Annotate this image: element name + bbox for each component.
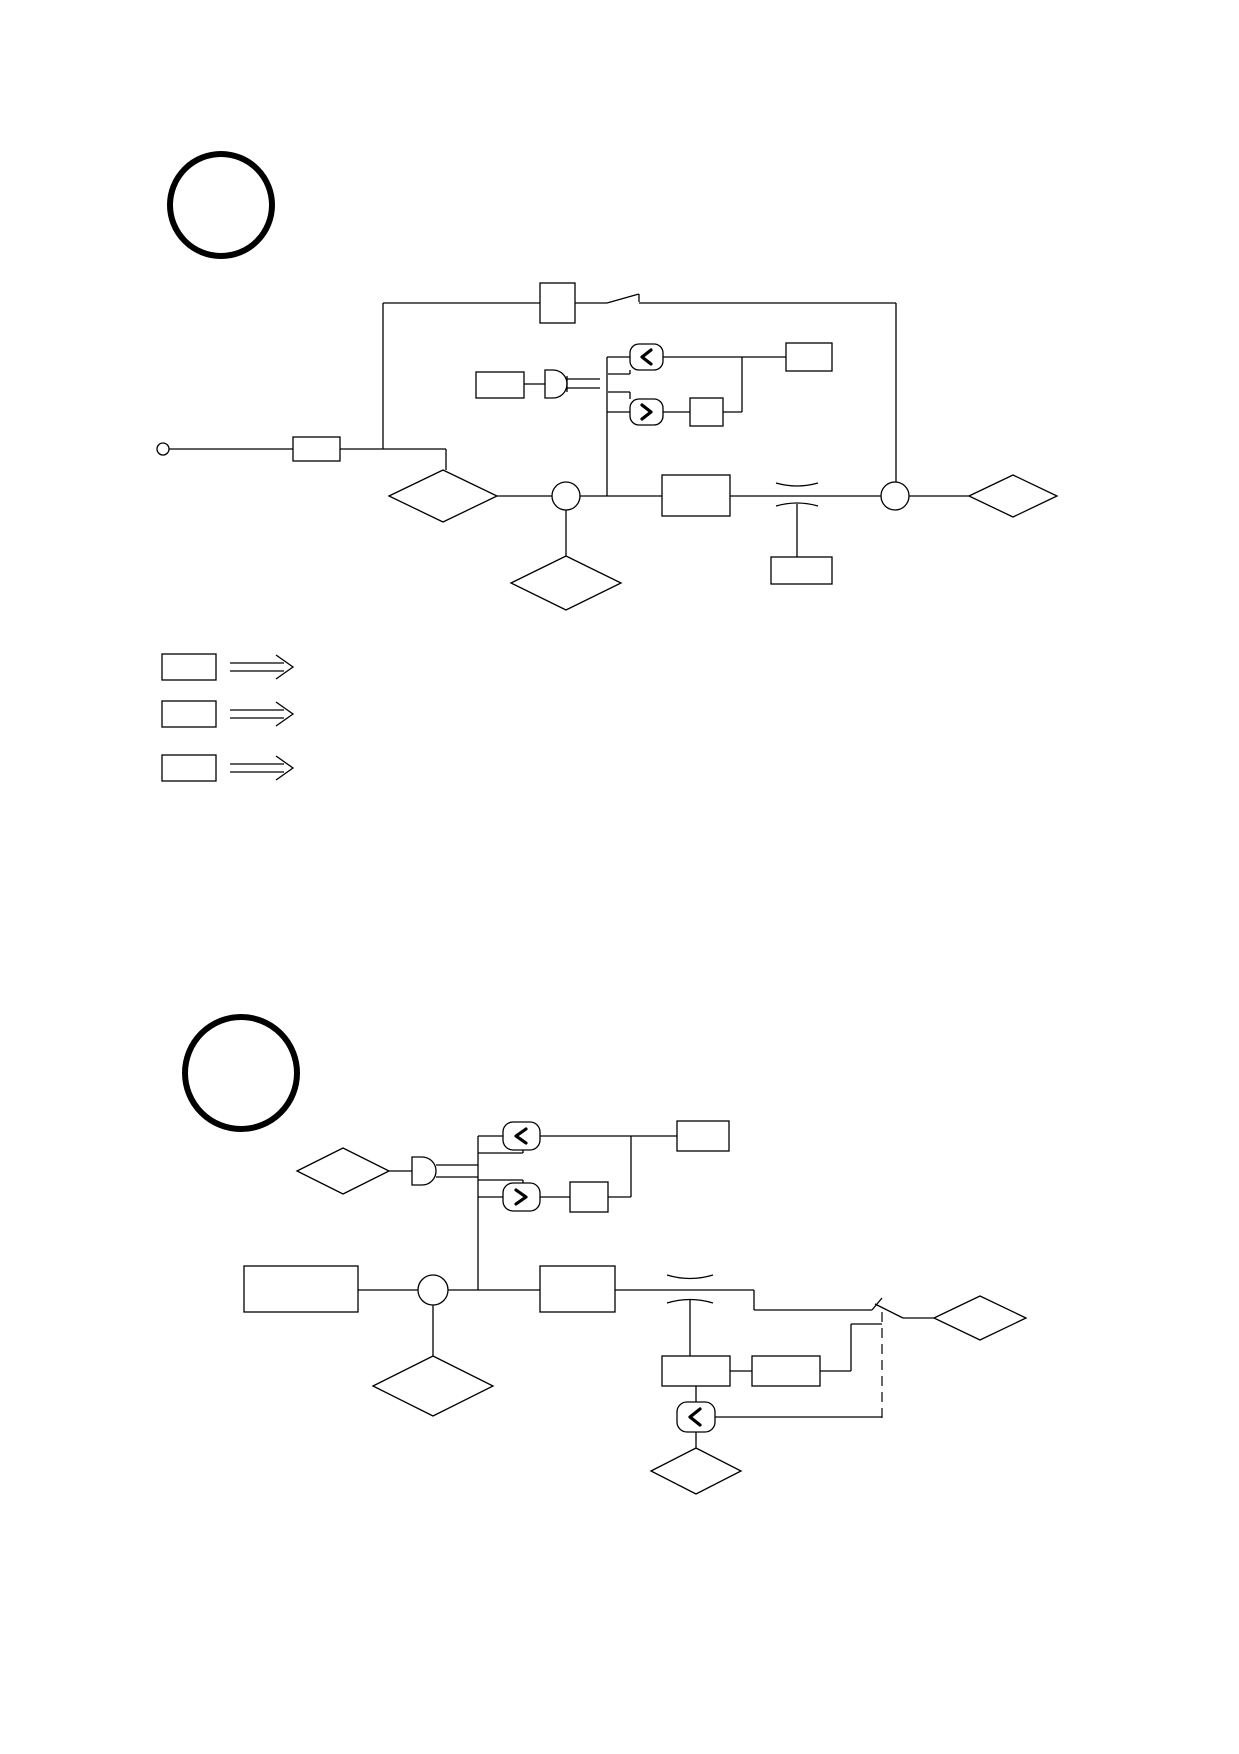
- upper-ct-block: [770, 556, 833, 585]
- less-than-icon: [688, 1407, 702, 1427]
- upper-ct-arc-bottom: [775, 502, 819, 507]
- less-than-icon: [514, 1127, 528, 1145]
- lower-comparator-less: [502, 1121, 541, 1151]
- lower-comparator-greater: [502, 1182, 541, 1212]
- upper-main-node: [551, 481, 581, 511]
- double-arrow-icon: [230, 701, 295, 727]
- legend: [161, 653, 295, 782]
- lower-ct-arc-top: [666, 1274, 714, 1280]
- lower-ct-arc-bottom: [666, 1298, 714, 1304]
- lower-small-block: [569, 1181, 609, 1213]
- upper-output-block: [785, 342, 833, 372]
- upper-diagram: [156, 151, 1059, 611]
- legend-box: [161, 754, 217, 782]
- upper-lower-diamond: [509, 555, 623, 611]
- lower-relay-block: [751, 1355, 821, 1387]
- greater-than-icon: [514, 1188, 528, 1206]
- lower-diagram-number-circle: [182, 1014, 300, 1132]
- lower-and-gate: [411, 1156, 437, 1186]
- lower-comparator-bottom: [676, 1401, 716, 1433]
- upper-output-diamond: [967, 474, 1059, 518]
- lower-switch-arm: [874, 1303, 904, 1319]
- upper-and-output-block: [475, 371, 525, 399]
- upper-main-diamond: [387, 469, 499, 523]
- lower-ct-block: [661, 1355, 731, 1387]
- double-arrow-icon: [230, 654, 295, 680]
- lower-and-output-diamond: [295, 1147, 391, 1195]
- lower-main-block: [539, 1265, 616, 1313]
- upper-main-block: [661, 474, 731, 517]
- lower-source-block: [243, 1265, 359, 1313]
- legend-item: [161, 754, 295, 782]
- upper-bypass-switch-blade: [606, 293, 640, 304]
- double-arrow-icon: [230, 755, 295, 781]
- legend-box: [161, 700, 217, 728]
- lower-switch-blade: [871, 1297, 883, 1311]
- lower-main-node: [417, 1274, 449, 1306]
- upper-ct-arc-top: [775, 482, 819, 487]
- less-than-icon: [640, 348, 653, 366]
- lower-bottom-diamond: [649, 1447, 743, 1495]
- upper-comparator-less: [629, 343, 664, 371]
- lower-output-diamond: [932, 1295, 1028, 1341]
- upper-input-block: [292, 436, 341, 462]
- upper-bypass-block: [539, 282, 576, 324]
- upper-small-block: [689, 397, 724, 427]
- upper-and-gate: [544, 369, 568, 399]
- upper-diagram-number-circle: [167, 151, 275, 259]
- lower-output-block: [676, 1120, 730, 1152]
- upper-comparator-greater: [629, 398, 664, 426]
- lower-diagram: [182, 1014, 1028, 1495]
- legend-box: [161, 653, 217, 681]
- legend-item: [161, 653, 295, 681]
- legend-item: [161, 700, 295, 728]
- lower-node-diamond: [371, 1355, 495, 1417]
- upper-output-node: [880, 481, 910, 511]
- greater-than-icon: [640, 403, 653, 421]
- upper-input-terminal: [156, 442, 170, 456]
